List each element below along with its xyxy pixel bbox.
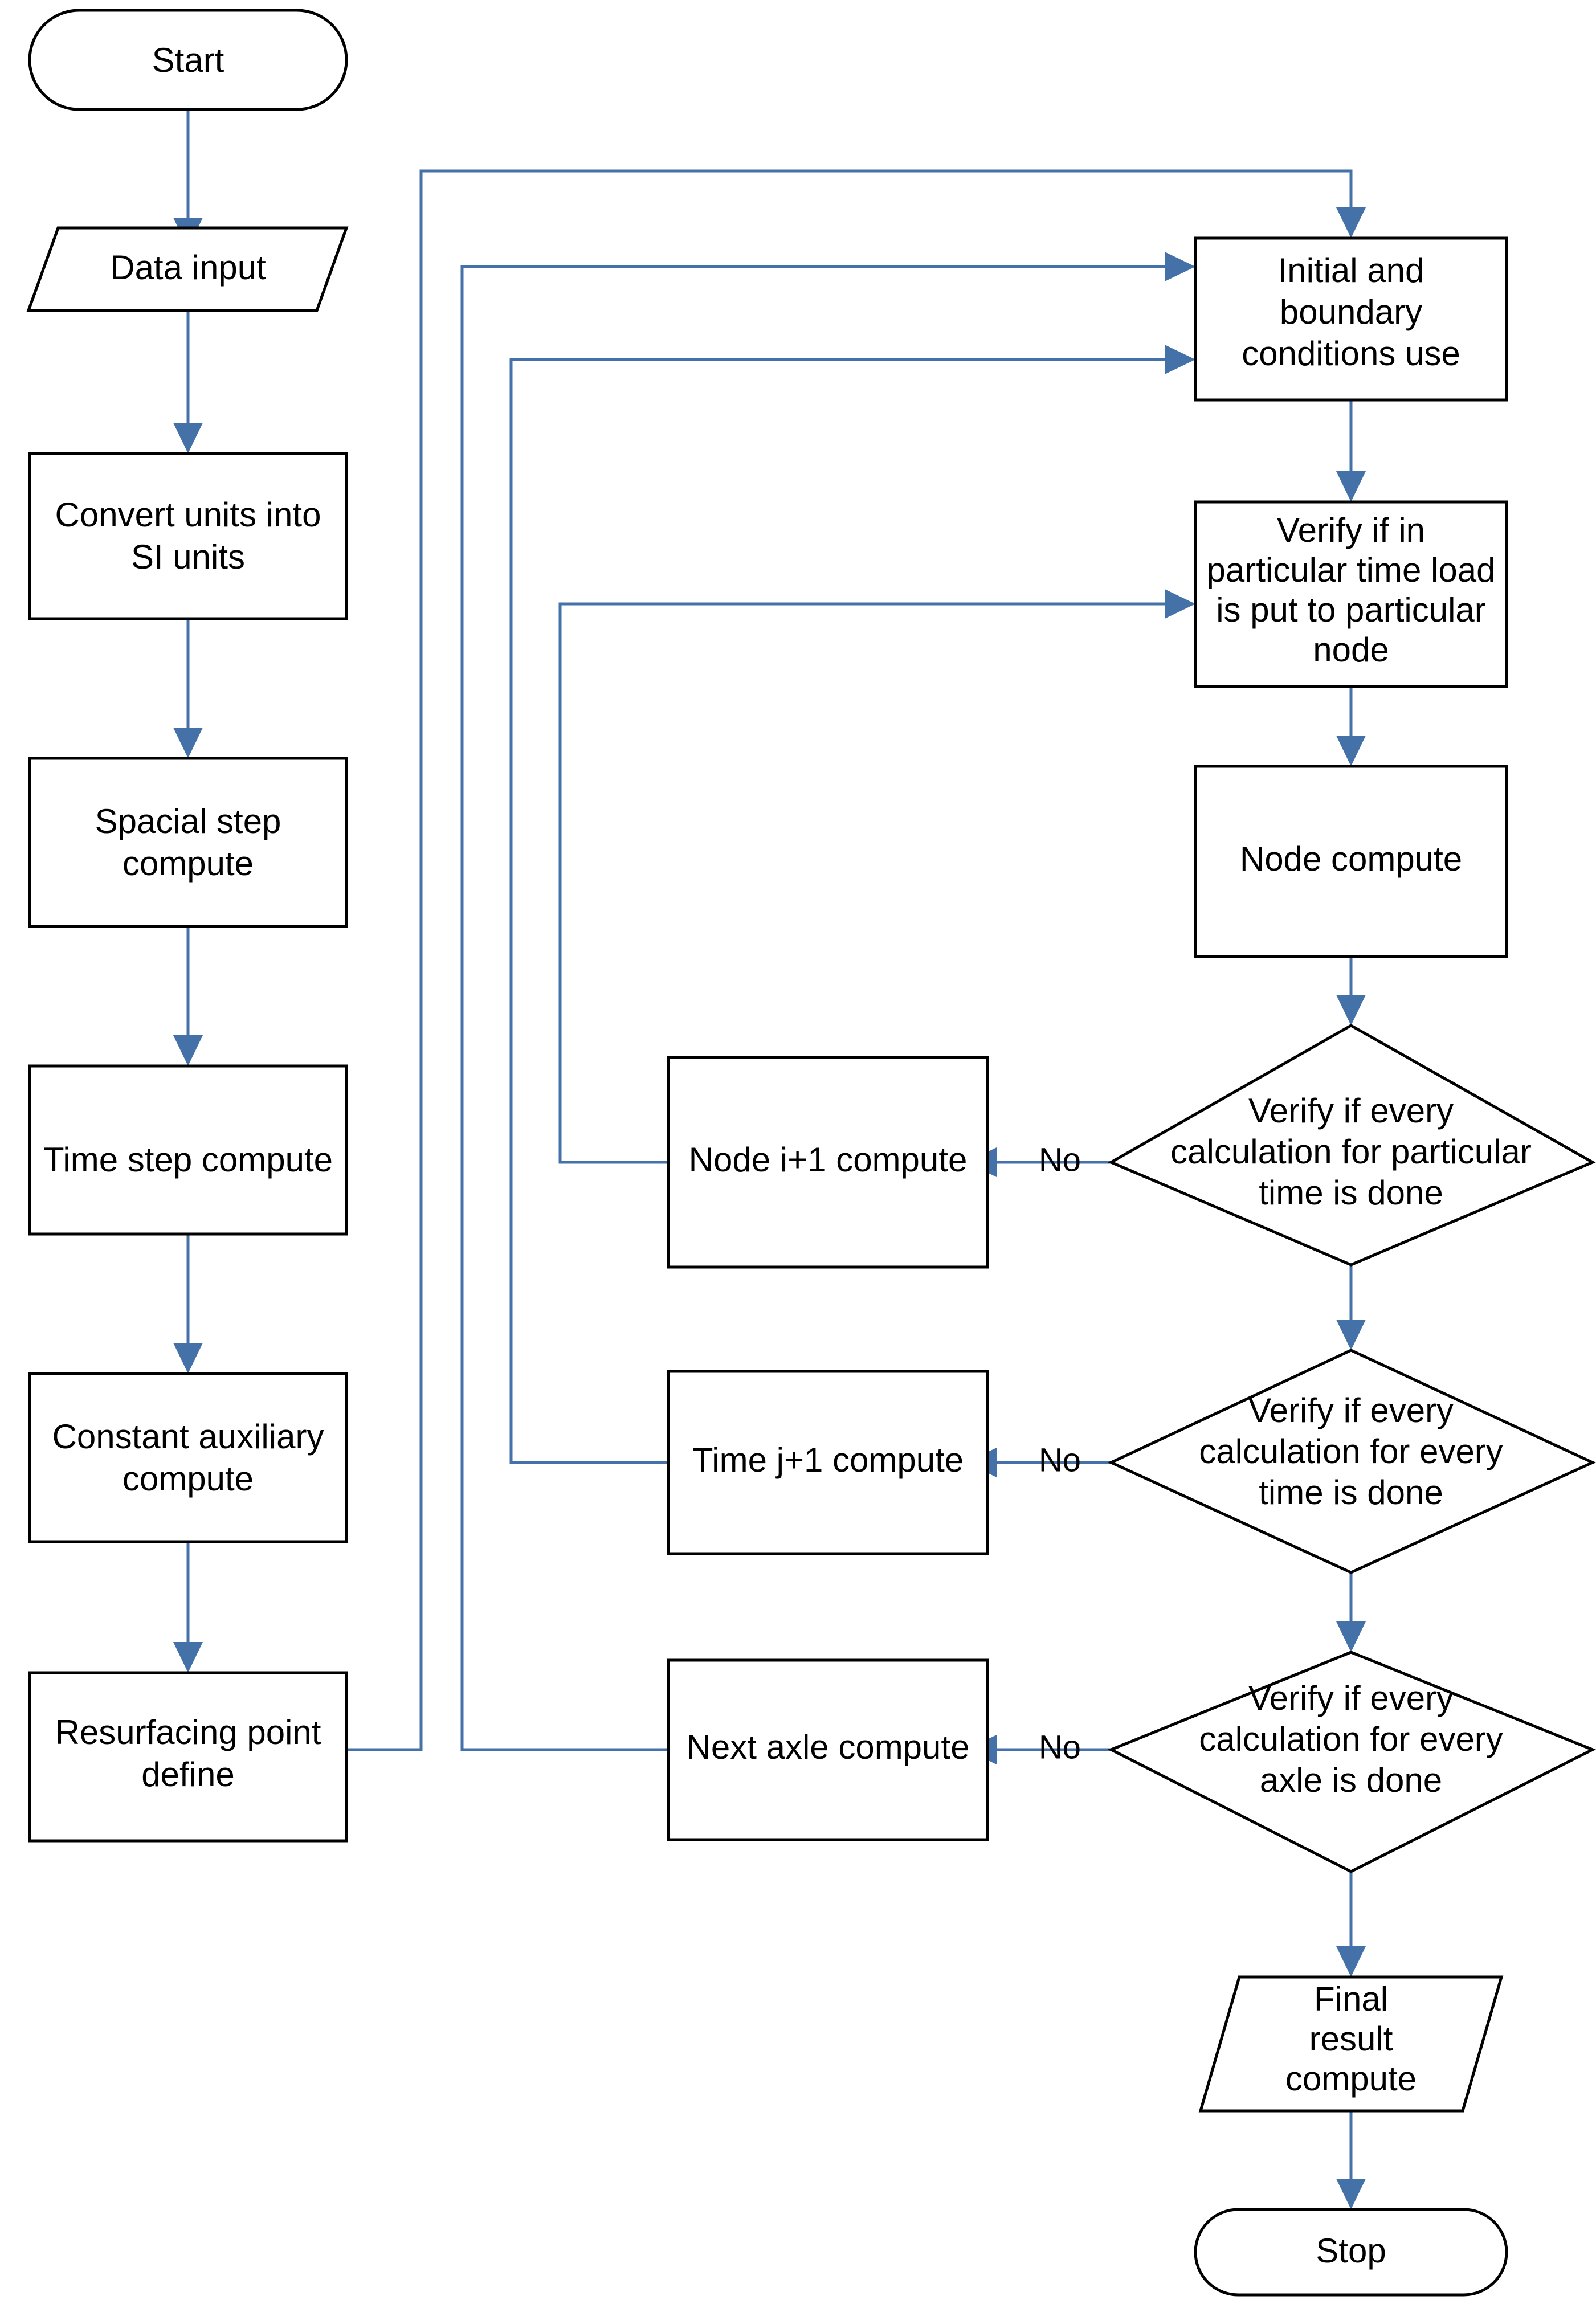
decision-particular-time-shape [1108,1024,1596,1267]
spacial-step-label-line1: Spacial step [95,802,281,840]
node-decision-particular-time[interactable]: Verify if every calculation for particul… [1108,1024,1596,1267]
convert-units-label-line1: Convert units into [55,496,321,534]
decision-every-time-line2: calculation for every [1199,1432,1503,1470]
arrowhead-timestep [173,1035,203,1066]
node-spacial-step[interactable]: Spacial step compute [28,757,348,928]
arrowhead-final-result [1336,1946,1366,1977]
node-final-result-compute[interactable]: Final result compute [1198,1975,1504,2113]
node-verify-load-node[interactable]: Verify if in particular time load is put… [1194,500,1508,688]
node-data-input[interactable]: Data input [26,226,349,312]
resurfacing-point-label-line2: define [141,1755,234,1794]
final-result-label-line2: result [1309,2020,1393,2058]
next-axle-compute-label: Next axle compute [687,1728,970,1766]
verify-load-label-line3: is put to particular [1216,591,1486,629]
spacial-step-shape [28,757,348,928]
edge-time-j1-to-initbound [509,358,1174,1464]
resurfacing-point-shape [28,1671,348,1843]
next-axle-compute-shape [667,1658,989,1841]
node-decision-every-time[interactable]: Verify if every calculation for every ti… [1108,1349,1596,1574]
final-result-compute-shape [1198,1975,1504,2113]
stop-label: Stop [1316,2232,1386,2270]
node-compute-shape [1194,765,1508,958]
arrowhead-convert [173,423,203,454]
arrowhead-spacial [173,728,203,758]
start-shape [28,9,348,111]
edge-layer: No No No [173,109,1366,2209]
decision-every-time-line1: Verify if every [1248,1391,1454,1429]
decision-particular-time-line1: Verify if every [1248,1092,1454,1130]
verify-load-label-line1: Verify if in [1277,511,1425,549]
node-i1-compute-shape [667,1056,989,1269]
node-time-step[interactable]: Time step compute [28,1064,348,1236]
node-start[interactable]: Start [28,9,348,111]
decision-every-axle-line1: Verify if every [1248,1679,1454,1717]
decision-every-time-line3: time is done [1259,1473,1443,1512]
constant-auxiliary-label-line1: Constant auxiliary [52,1417,324,1456]
arrowhead-initbound-left-1 [1165,252,1195,281]
constant-auxiliary-shape [28,1372,348,1543]
edge-next-axle-to-initbound [460,265,1174,1751]
arrowhead-nodecompute [1336,736,1366,766]
node-initial-boundary-conditions[interactable]: Initial and boundary conditions use [1194,236,1508,402]
node-resurfacing-point[interactable]: Resurfacing point define [28,1671,348,1843]
arrowhead-dec-axle [1336,1621,1366,1652]
decision-particular-time-line3: time is done [1259,1174,1443,1212]
arrowhead-verifyload-left [1165,589,1195,619]
time-step-shape [28,1064,348,1236]
verify-load-label-line2: particular time load [1207,551,1496,589]
edge-label-dec-node-no: No [1039,1141,1081,1178]
node-next-axle-compute[interactable]: Next axle compute [667,1658,989,1841]
decision-every-axle-line2: calculation for every [1199,1720,1503,1758]
arrowhead-dec-time [1336,1320,1366,1350]
node-node-i1-compute[interactable]: Node i+1 compute [667,1056,989,1269]
edge-resurfacing-to-initbound [348,169,1353,1751]
arrowhead-dec-node [1336,995,1366,1026]
stop-shape [1194,2208,1508,2297]
arrowhead-constaux [173,1343,203,1374]
initial-boundary-label-line3: conditions use [1242,334,1460,373]
constant-auxiliary-label-line2: compute [123,1460,254,1498]
initial-boundary-label-line1: Initial and [1278,251,1424,289]
final-result-label-line1: Final [1314,1980,1388,2018]
initial-boundary-label-line2: boundary [1280,293,1422,331]
node-i1-compute-label: Node i+1 compute [689,1141,968,1179]
convert-units-label-line2: SI units [131,538,245,576]
node-stop[interactable]: Stop [1194,2208,1508,2297]
decision-particular-time-line2: calculation for particular [1170,1133,1532,1171]
node-constant-auxiliary[interactable]: Constant auxiliary compute [28,1372,348,1543]
node-convert-units[interactable]: Convert units into SI units [28,452,348,620]
spacial-step-label-line2: compute [123,844,254,883]
data-input-shape [26,226,349,312]
time-step-label: Time step compute [43,1141,333,1179]
arrowhead-stop [1336,2179,1366,2209]
edge-node-i1-to-verifyload [558,602,1174,1164]
node-compute-label: Node compute [1240,840,1462,878]
decision-every-time-shape [1108,1349,1596,1574]
start-label: Start [152,41,224,79]
initial-boundary-conditions-shape [1194,236,1508,402]
decision-every-axle-line3: axle is done [1260,1761,1442,1799]
time-j1-compute-label: Time j+1 compute [692,1441,964,1479]
arrowhead-initbound-left-2 [1165,345,1195,374]
edge-label-dec-axle-no: No [1039,1729,1081,1766]
edge-label-dec-time-no: No [1039,1441,1081,1478]
time-j1-compute-shape [667,1370,989,1555]
final-result-label-line3: compute [1285,2060,1417,2098]
decision-every-axle-shape [1107,1651,1596,1873]
node-decision-every-axle[interactable]: Verify if every calculation for every ax… [1107,1651,1596,1873]
arrowhead-verifyload-top [1336,471,1366,502]
verify-load-label-line4: node [1313,631,1389,669]
data-input-label: Data input [110,248,266,287]
node-node-compute[interactable]: Node compute [1194,765,1508,958]
arrowhead-initbound-top [1336,207,1366,238]
arrowhead-resurfacing [173,1642,203,1673]
convert-units-shape [28,452,348,620]
verify-load-node-shape [1194,500,1508,688]
resurfacing-point-label-line1: Resurfacing point [55,1713,321,1751]
node-time-j1-compute[interactable]: Time j+1 compute [667,1370,989,1555]
